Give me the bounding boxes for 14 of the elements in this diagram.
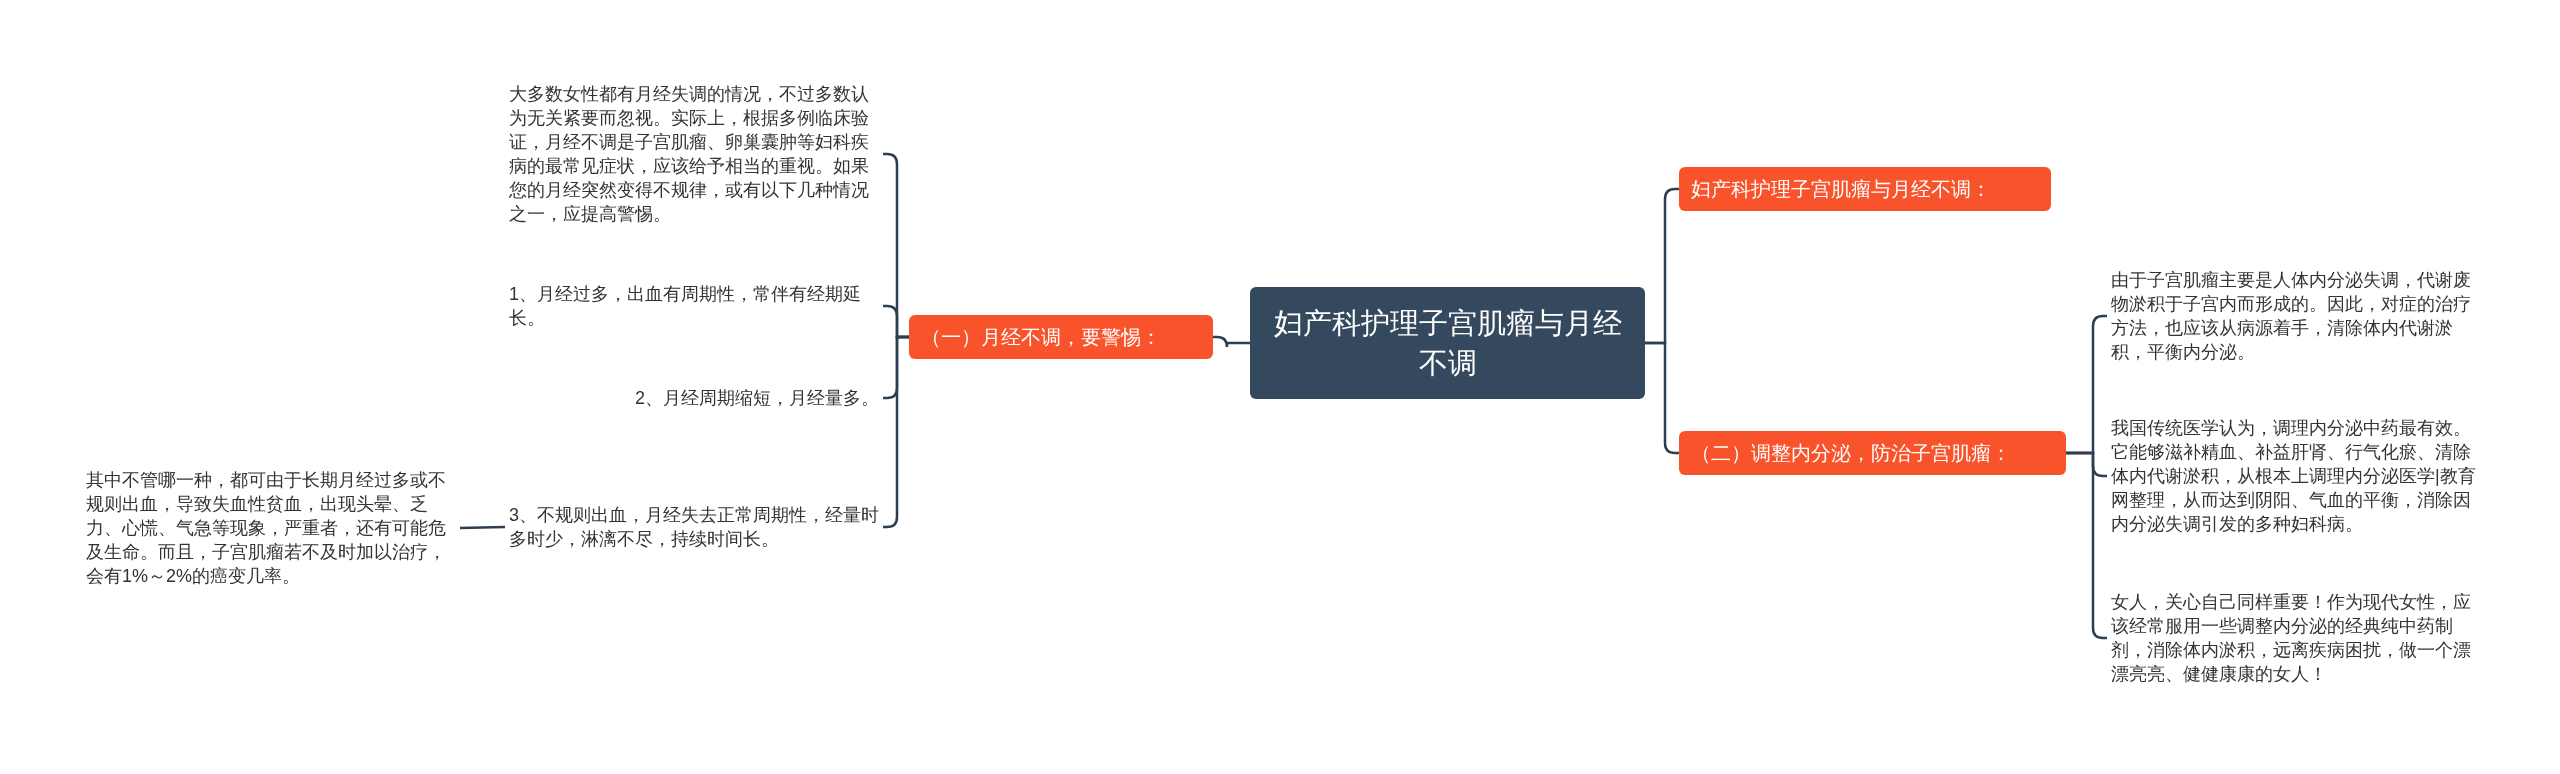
topic-box: 妇产科护理子宫肌瘤与月经不调 [1250, 287, 1645, 399]
note-text: 我国传统医学认为，调理内分泌中药最有效。它能够滋补精血、补益肝肾、行气化瘀、清除体内代谢淤积，从根本上调理内分泌医学|教育网整理，从而达到阴阳、气血的平衡，消除因内分泌失调引发的多种妇科病。 [2107, 416, 2487, 536]
subtopic-box: （一）月经不调，要警惕： [909, 315, 1213, 359]
connector-line [459, 525, 506, 530]
note-text: 大多数女性都有月经失调的情况，不过多数认为无关紧要而忽视。实际上，根据多例临床验证，月经不调是子宫肌瘤、卵巢囊肿等妇科疾病的最常见症状，应该给予相当的重视。如果您的月经突然变得不规律，或有以下几种情况之一，应提高警惕。 [505, 82, 883, 226]
subtopic-box: （二）调整内分泌，防治子宫肌瘤： [1679, 431, 2066, 475]
note-text: 3、不规则出血，月经失去正常周期性，经量时多时少，淋漓不尽，持续时间长。 [505, 503, 883, 551]
subtopic-box: 妇产科护理子宫肌瘤与月经不调： [1679, 167, 2051, 211]
note-text: 1、月经过多，出血有周期性，常伴有经期延长。 [505, 282, 883, 330]
note-text: 女人，关心自己同样重要！作为现代女性，应该经常服用一些调整内分泌的经典纯中药制剂，消除体内淤积，远离疾病困扰，做一个漂漂亮亮、健健康康的女人！ [2107, 590, 2487, 686]
note-text: 其中不管哪一种，都可由于长期月经过多或不规则出血，导致失血性贫血，出现头晕、乏力、心慌、气急等现象，严重者，还有可能危及生命。而且，子宫肌瘤若不及时加以治疗，会有1%～2%的癌变几率。 [82, 468, 460, 588]
note-text: 由于子宫肌瘤主要是人体内分泌失调，代谢废物淤积于子宫内而形成的。因此，对症的治疗方法，也应该从病源着手，清除体内代谢淤积，平衡内分泌。 [2107, 268, 2487, 364]
connector-line [1213, 335, 1250, 349]
note-text: 2、月经周期缩短，月经量多。 [505, 386, 883, 410]
